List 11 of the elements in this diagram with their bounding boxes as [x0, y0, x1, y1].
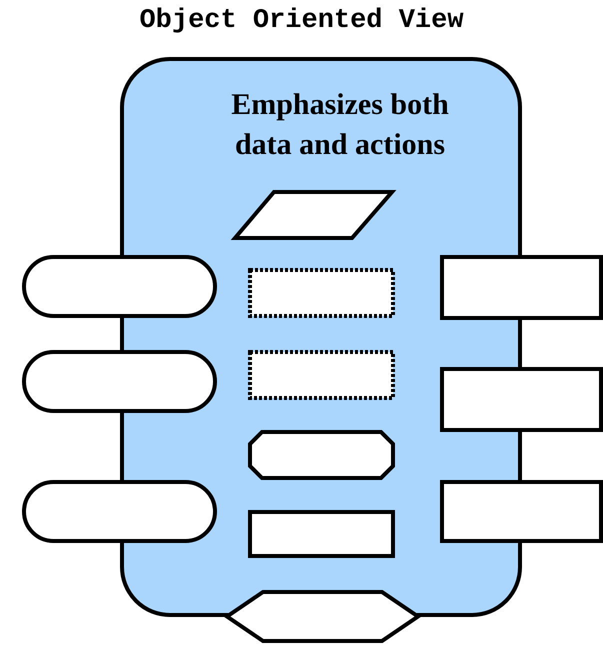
parallelogram-shape [232, 190, 395, 240]
rectangle-shape [248, 510, 395, 558]
heading-text: Emphasizes both data and actions [230, 87, 450, 163]
rectangle-shape [248, 350, 395, 400]
rectangle-shape [440, 367, 603, 432]
rectangle-shape [440, 480, 603, 543]
hexagon-shape [225, 590, 420, 643]
rectangle-shape [248, 268, 395, 318]
diagram-title: Object Oriented View [138, 6, 465, 36]
rectangle-shape [440, 255, 603, 320]
octagon-shape [248, 430, 395, 480]
